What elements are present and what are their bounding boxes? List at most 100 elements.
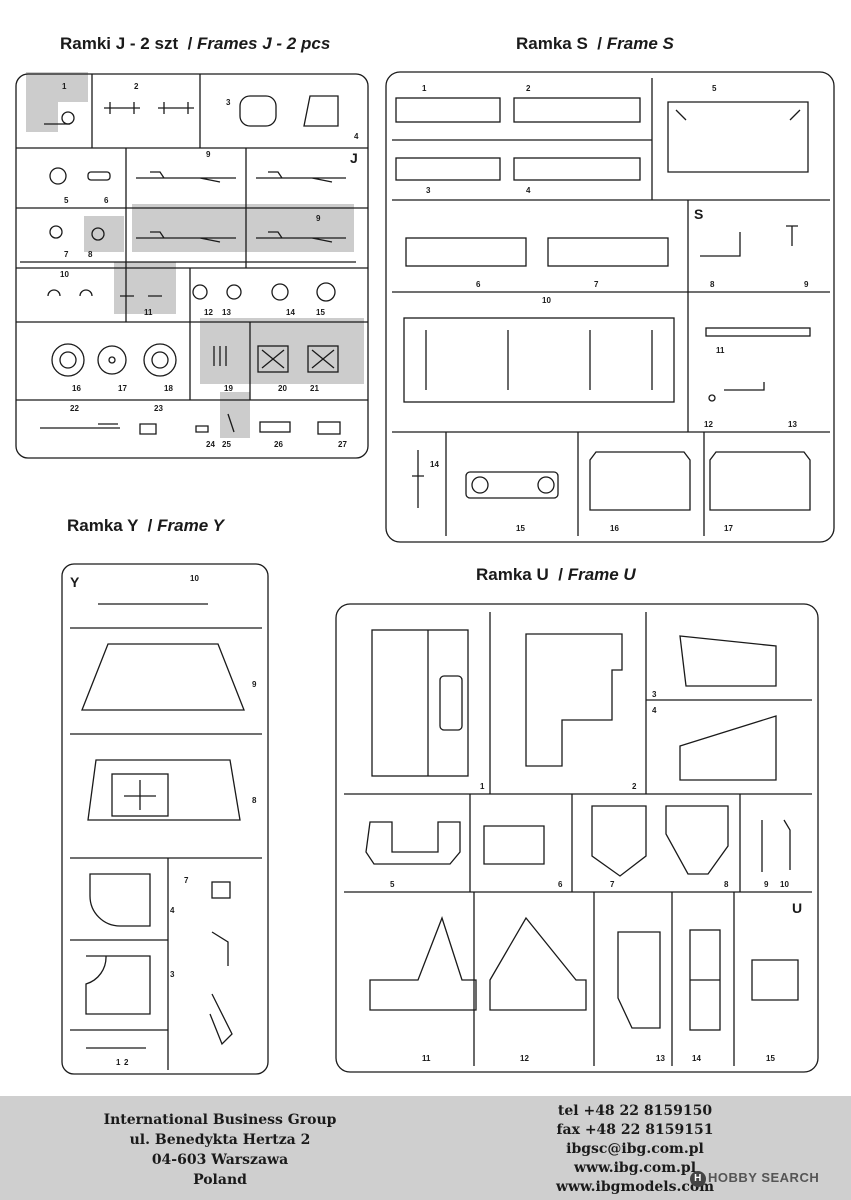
watermark-text: HOBBY SEARCH [708,1170,820,1185]
company-street: ul. Benedykta Hertza 2 [129,1132,311,1148]
frame-j-part-6: 6 [104,196,109,205]
frame-j-part-18: 18 [164,384,173,393]
frame-j-part-10: 10 [60,270,69,279]
frame-j-part-13: 13 [222,308,231,317]
frame-s-part-13: 13 [788,420,797,429]
frame-j-letter: J [350,150,358,166]
frame-u-part-3: 3 [652,690,657,699]
frame-s-title-en: Frame S [606,34,674,53]
frame-j-part-11: 11 [144,308,153,317]
frame-y-title-pl: Ramka Y [67,516,139,535]
frame-s-part-17: 17 [724,524,733,533]
frame-u-letter: U [792,900,803,916]
frame-y-title: Ramka Y / Frame Y [67,516,224,535]
frame-s-part-16: 16 [610,524,619,533]
contact-web-1[interactable]: www.ibg.com.pl [573,1160,697,1176]
frame-s-part-7: 7 [594,280,599,289]
frame-j-part-22: 22 [70,404,79,413]
frame-j-part-16: 16 [72,384,81,393]
frame-j-part-8: 8 [88,250,93,259]
frame-j-part-4: 4 [354,132,359,141]
frame-u-part-10: 10 [780,880,789,889]
frame-j-part-19: 19 [224,384,233,393]
frame-u-part-9: 9 [764,880,769,889]
frame-s-letter: S [694,206,704,222]
frame-y-part-8: 8 [252,796,257,805]
frame-u-part-8: 8 [724,880,729,889]
contact-email[interactable]: ibgsc@ibg.com.pl [566,1141,704,1157]
frame-u-part-12: 12 [520,1054,529,1063]
frame-j-part-1: 1 [62,82,67,91]
contact-fax: fax +48 22 8159151 [556,1122,714,1138]
part-number-layer: 1 2 3 4 5 6 7 8 9 9 10 11 12 13 14 15 16… [60,82,809,1067]
frame-s-title: Ramka S / Frame S [516,34,674,53]
frame-u-part-14: 14 [692,1054,701,1063]
frame-u-part-4: 4 [652,706,657,715]
frame-s-part-12: 12 [704,420,713,429]
footer: International Business Group ul. Benedyk… [0,1096,851,1200]
frame-s-sprue [385,71,835,543]
frame-j-part-21: 21 [310,384,319,393]
frame-j-part-26: 26 [274,440,283,449]
frame-j-part-7: 7 [64,250,69,259]
frame-u-part-7: 7 [610,880,615,889]
frame-u-title: Ramka U / Frame U [476,565,636,584]
frame-j-part-9a: 9 [206,150,211,159]
company-city: 04-603 Warszawa [151,1152,289,1168]
frame-s-part-11: 11 [716,346,725,355]
frame-s-part-5: 5 [712,84,717,93]
frame-j-part-3: 3 [226,98,231,107]
frame-j-part-24: 24 [206,440,215,449]
frame-y-part-4: 4 [170,906,175,915]
frame-s-part-9: 9 [804,280,809,289]
frame-j-part-15: 15 [316,308,325,317]
frame-j-sprue [15,72,369,459]
contact-web-2[interactable]: www.ibgmodels.com [555,1179,715,1195]
frame-j-part-17: 17 [118,384,127,393]
sprue-diagrams [15,71,835,1075]
company-name: International Business Group [103,1112,337,1128]
frame-y-sprue [61,563,269,1075]
frame-y-part-3: 3 [170,970,175,979]
frame-j-part-27: 27 [338,440,347,449]
frame-y-part-1: 1 [116,1058,121,1067]
frame-u-part-1: 1 [480,782,485,791]
frame-y-part-2: 2 [124,1058,129,1067]
frame-y-part-10: 10 [190,574,199,583]
frame-j-title: Ramki J - 2 szt / Frames J - 2 pcs [60,34,331,53]
frame-u-part-13: 13 [656,1054,665,1063]
company-contact: tel +48 22 8159150 fax +48 22 8159151 ib… [520,1102,750,1197]
frame-s-part-15: 15 [516,524,525,533]
frame-u-part-6: 6 [558,880,563,889]
frame-u-sprue [335,603,819,1073]
frame-s-part-3: 3 [426,186,431,195]
frame-u-part-15: 15 [766,1054,775,1063]
frame-j-part-2: 2 [134,82,139,91]
frame-j-title-pl: Ramki J - 2 szt [60,34,179,53]
frame-j-part-23: 23 [154,404,163,413]
frame-s-part-6: 6 [476,280,481,289]
frame-j-title-en: Frames J - 2 pcs [197,34,331,53]
frame-j-part-5: 5 [64,196,69,205]
frame-j-part-9b: 9 [316,214,321,223]
frame-s-part-1: 1 [422,84,427,93]
frame-j-part-25: 25 [222,440,231,449]
frame-s-title-pl: Ramka S [516,34,588,53]
frame-s-part-14: 14 [430,460,439,469]
contact-tel: tel +48 22 8159150 [557,1103,713,1119]
frame-j-part-12: 12 [204,308,213,317]
frame-j-part-14: 14 [286,308,295,317]
frame-u-title-pl: Ramka U [476,565,549,584]
frame-s-part-8: 8 [710,280,715,289]
frame-u-part-5: 5 [390,880,395,889]
frame-y-title-en: Frame Y [157,516,224,535]
frame-u-part-11: 11 [422,1054,431,1063]
frame-s-part-2: 2 [526,84,531,93]
frame-u-title-en: Frame U [567,565,636,584]
frame-y-letter: Y [70,574,80,590]
frame-y-part-9: 9 [252,680,257,689]
company-country: Poland [193,1172,247,1188]
frame-y-part-7: 7 [184,876,189,885]
frame-s-part-10: 10 [542,296,551,305]
